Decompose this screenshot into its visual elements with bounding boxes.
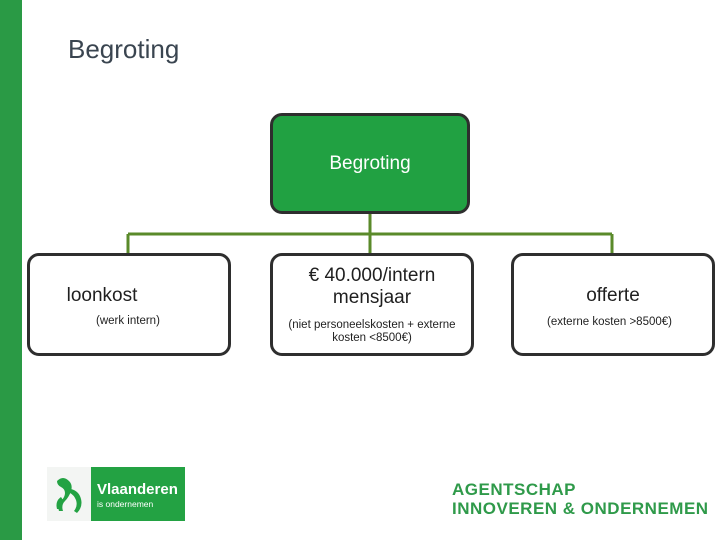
root-node: Begroting [270, 113, 470, 214]
child-node-title: € 40.000/intern mensjaar [308, 265, 436, 308]
agency-logo-line2: INNOVEREN & ONDERNEMEN [452, 499, 709, 518]
slide-title: Begroting [68, 34, 180, 64]
side-accent-bar [0, 0, 22, 540]
vlaanderen-logo-panel [91, 467, 185, 521]
child-node-loonkost: loonkost (werk intern) [27, 253, 231, 356]
child-node-subtitle: (niet personeelskosten + externe kosten … [288, 319, 456, 344]
vlaanderen-logo-name: Vlaanderen [97, 481, 178, 498]
child-node-rate: € 40.000/intern mensjaar (niet personeel… [270, 253, 474, 356]
child-node-title: offerte [586, 285, 640, 306]
child-node-subtitle: (externe kosten >8500€) [547, 316, 672, 328]
child-node-title: loonkost [66, 285, 138, 306]
root-node-label: Begroting [329, 152, 411, 174]
agency-logo: AGENTSCHAP INNOVEREN & ONDERNEMEN [452, 481, 709, 519]
child-node-offerte: offerte (externe kosten >8500€) [511, 253, 715, 356]
flemish-lion-icon [47, 467, 91, 521]
vlaanderen-logo-tagline: is ondernemen [97, 499, 154, 509]
agency-logo-line1: AGENTSCHAP [452, 480, 577, 499]
vlaanderen-logo: Vlaanderen is ondernemen [47, 467, 185, 521]
child-node-subtitle: (werk intern) [96, 315, 160, 327]
